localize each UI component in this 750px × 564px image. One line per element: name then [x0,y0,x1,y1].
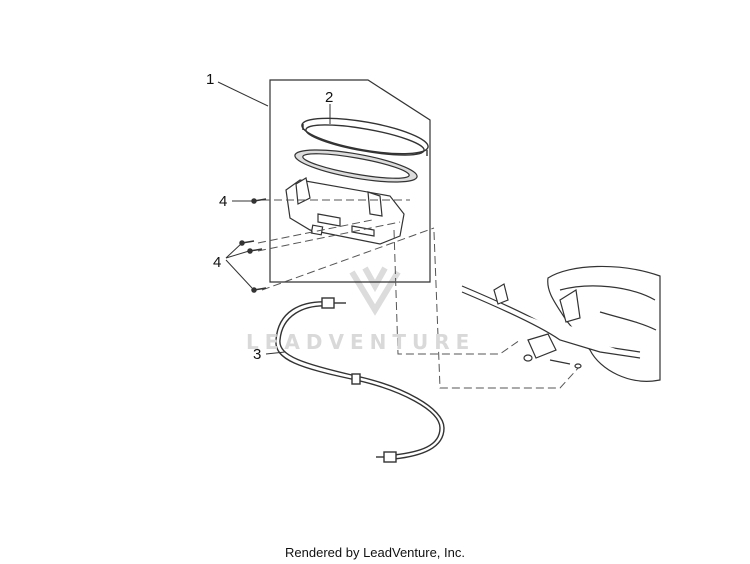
callout-3: 3 [253,346,262,363]
callout-4-lower: 4 [213,254,222,271]
gasket [294,149,418,183]
screws [239,198,267,293]
callout-4-upper: 4 [219,193,228,210]
watermark-logo [349,266,401,316]
leader-line-3 [265,351,286,355]
meter-housing [285,177,405,245]
leader-line-1 [217,81,269,107]
callout-2: 2 [325,89,334,106]
callout-1: 1 [206,71,215,88]
watermark-text: LEADVENTURE [246,330,476,354]
projection-lines [257,199,581,389]
bezel-ring [301,117,429,156]
leader-lines-4b [225,242,253,289]
frame-handlebar [461,265,661,382]
speedometer-cable [275,297,445,463]
footer-credit: Rendered by LeadVenture, Inc. [285,545,465,560]
